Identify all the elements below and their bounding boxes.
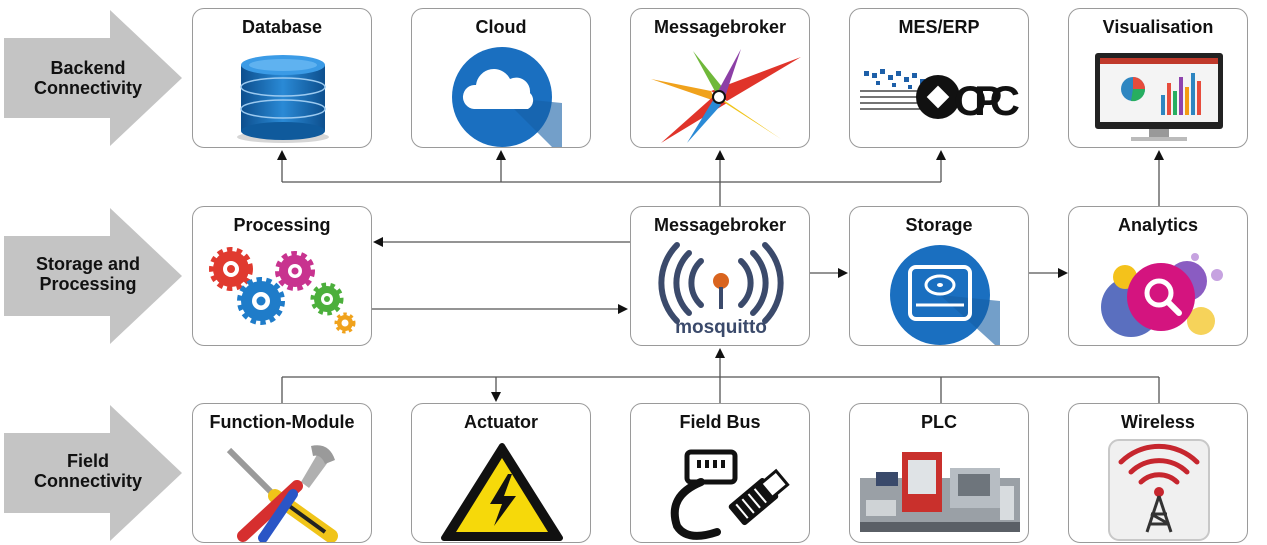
messagebroker-top-title: Messagebroker	[653, 17, 787, 37]
processing-box: Processing	[192, 206, 372, 346]
high-voltage-warning-icon	[441, 443, 563, 541]
database-title: Database	[241, 17, 323, 37]
wireless-box: Wireless	[1068, 403, 1248, 543]
mosquitto-logo-icon: mosquitto	[658, 242, 784, 338]
messagebroker-top-box: Messagebroker	[630, 8, 810, 148]
plc-title: PLC	[921, 412, 957, 432]
cloud-icon	[452, 47, 562, 147]
tools-icon	[226, 445, 338, 542]
analytics-title: Analytics	[1117, 215, 1199, 235]
analytics-magnifier-icon	[1101, 253, 1223, 337]
messagebroker-mid-title: Messagebroker	[653, 215, 787, 235]
mes-erp-box: MES/ERP OPC	[849, 8, 1029, 148]
storage-box: Storage	[849, 206, 1029, 346]
ethernet-cable-icon	[670, 449, 790, 540]
messagebroker-star-icon	[651, 49, 801, 143]
mosquitto-text: mosquitto	[675, 317, 767, 338]
field-bus-title: Field Bus	[679, 412, 761, 432]
row-arrow-storage: Storage and Processing	[0, 206, 185, 346]
visualisation-box: Visualisation	[1068, 8, 1248, 148]
visualisation-title: Visualisation	[1102, 17, 1214, 37]
row-label-storage: Storage and Processing	[35, 254, 141, 294]
function-module-box: Function-Module	[192, 403, 372, 543]
cloud-box: Cloud	[411, 8, 591, 148]
cloud-title: Cloud	[475, 17, 527, 37]
opc-logo-text: OPC	[954, 77, 1020, 124]
mes-erp-title: MES/ERP	[898, 17, 980, 37]
database-icon	[237, 55, 329, 143]
database-box: Database	[192, 8, 372, 148]
gears-icon	[209, 247, 356, 334]
storage-title: Storage	[905, 215, 973, 235]
analytics-box: Analytics	[1068, 206, 1248, 346]
row-arrow-backend: Backend Connectivity	[0, 8, 185, 148]
plc-box: PLC	[849, 403, 1029, 543]
row-label-backend: Backend Connectivity	[33, 58, 143, 98]
wireless-title: Wireless	[1121, 412, 1195, 432]
row-label-field: Field Connectivity	[33, 451, 143, 491]
field-bus-box: Field Bus	[630, 403, 810, 543]
opc-logo-icon: OPC	[860, 69, 1020, 124]
function-module-title: Function-Module	[209, 412, 355, 432]
hard-drive-icon	[890, 245, 1000, 345]
row-arrow-field: Field Connectivity	[0, 403, 185, 543]
plc-machine-icon	[860, 452, 1020, 532]
actuator-title: Actuator	[463, 412, 538, 432]
messagebroker-mosquitto-box: Messagebroker mosquitto	[630, 206, 810, 346]
monitor-chart-icon	[1095, 53, 1223, 141]
wireless-tower-icon	[1108, 439, 1210, 541]
processing-title: Processing	[233, 215, 331, 235]
actuator-box: Actuator	[411, 403, 591, 543]
